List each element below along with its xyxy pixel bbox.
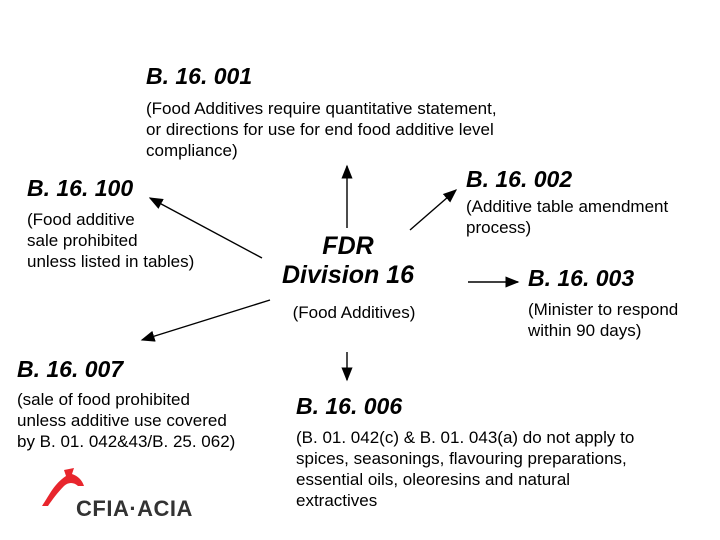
b16007-description: (sale of food prohibited unless additive… bbox=[17, 389, 277, 452]
center-title: FDR Division 16 bbox=[268, 232, 428, 290]
b16007-code: B. 16. 007 bbox=[17, 356, 124, 382]
b16002-description: (Additive table amendment process) bbox=[466, 196, 716, 238]
arrow-to-b16002 bbox=[409, 189, 458, 231]
center-title-line1: FDR bbox=[322, 232, 374, 260]
b16001-line: compliance) bbox=[146, 141, 238, 160]
b16006-line: (B. 01. 042(c) & B. 01. 043(a) do not ap… bbox=[296, 428, 635, 447]
center-title-line2: Division 16 bbox=[282, 261, 414, 289]
cfia-logo: CFIA·ACIA bbox=[36, 468, 196, 528]
b16100-code: B. 16. 100 bbox=[27, 175, 134, 201]
arrow-to-b16100 bbox=[148, 197, 263, 259]
b16003-code: B. 16. 003 bbox=[528, 265, 635, 291]
b16001-line: (Food Additives require quantitative sta… bbox=[146, 99, 497, 118]
logo-text: CFIA·ACIA bbox=[76, 496, 193, 521]
b16006-description: (B. 01. 042(c) & B. 01. 043(a) do not ap… bbox=[296, 427, 706, 511]
b16007-line: unless additive use covered bbox=[17, 411, 227, 430]
b16002-line: (Additive table amendment bbox=[466, 197, 669, 216]
b16006-line: spices, seasonings, flavouring preparati… bbox=[296, 449, 627, 468]
b16001-description: (Food Additives require quantitative sta… bbox=[146, 98, 586, 161]
b16001-line: or directions for use for end food addit… bbox=[146, 120, 494, 139]
center-subtitle: (Food Additives) bbox=[292, 303, 416, 322]
b16100-line: sale prohibited bbox=[27, 231, 138, 250]
b16100-description: (Food additive sale prohibited unless li… bbox=[27, 209, 247, 272]
b16006-line: extractives bbox=[296, 491, 378, 510]
b16003-line: (Minister to respond bbox=[528, 300, 679, 319]
b16002-line: process) bbox=[466, 218, 532, 237]
b16003-description: (Minister to respond within 90 days) bbox=[528, 299, 718, 341]
b16100-line: unless listed in tables) bbox=[27, 252, 195, 271]
b16003-line: within 90 days) bbox=[528, 321, 642, 340]
b16002-code: B. 16. 002 bbox=[466, 166, 573, 192]
maple-leaf-icon bbox=[42, 468, 84, 506]
b16001-code: B. 16. 001 bbox=[146, 63, 253, 89]
b16007-line: by B. 01. 042&43/B. 25. 062) bbox=[17, 432, 236, 451]
b16100-line: (Food additive bbox=[27, 210, 135, 229]
arrow-to-b16007 bbox=[140, 299, 271, 342]
b16006-line: essential oils, oleoresins and natural bbox=[296, 470, 571, 489]
b16006-code: B. 16. 006 bbox=[296, 393, 403, 419]
b16007-line: (sale of food prohibited bbox=[17, 390, 190, 409]
